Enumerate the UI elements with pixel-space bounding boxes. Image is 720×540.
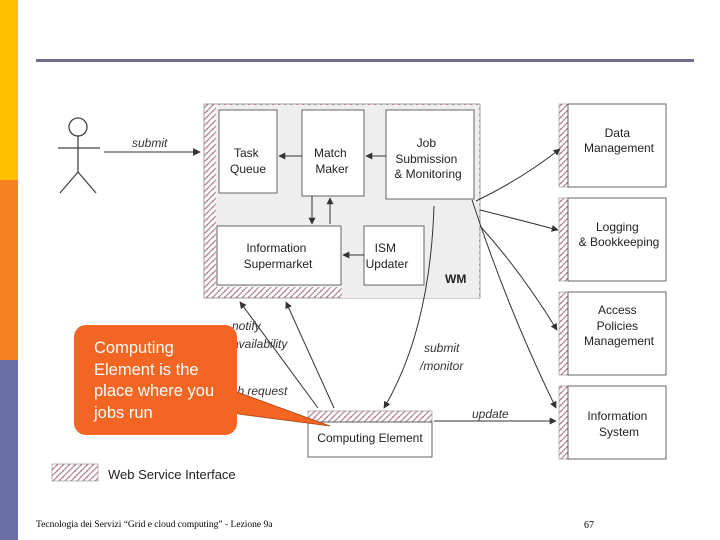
job-submission-label: Job Submission & Monitoring — [394, 136, 461, 181]
submit-monitor-arrow — [383, 205, 435, 409]
job-submission-box — [385, 109, 475, 200]
notify-availability-arrow — [285, 301, 335, 409]
computing-element-label: Computing Element — [317, 431, 423, 445]
callout-text: Computing Element is the place where you… — [94, 339, 215, 422]
title-rule — [36, 59, 694, 62]
access-policies-box — [567, 291, 667, 376]
match-maker-box — [301, 109, 365, 197]
stick-figure-user-icon — [58, 117, 100, 194]
submit-label: submit — [132, 136, 168, 150]
accent-band-middle — [0, 180, 18, 360]
access-policies-label: Access Policies Management — [584, 303, 655, 348]
computing-element-hatch — [307, 410, 433, 423]
callout-box — [74, 325, 237, 435]
to-information-system-arrow — [471, 199, 557, 409]
footer-text: Tecnologia dei Servizi “Grid e cloud com… — [36, 520, 273, 530]
data-management-box — [567, 103, 667, 188]
to-data-management-arrow — [475, 148, 561, 202]
to-access-policies-arrow — [479, 225, 558, 331]
ism-updater-label: ISM Updater — [366, 241, 409, 271]
logging-label: Logging & Bookkeeping — [579, 220, 660, 249]
wm-title: WM — [445, 272, 466, 286]
legend-swatch — [51, 463, 99, 482]
notify-availability-label: notify availability — [232, 319, 288, 351]
legend-label: Web Service Interface — [108, 467, 236, 482]
information-system-label: Information System — [587, 409, 650, 439]
job-request-arrow — [239, 301, 319, 409]
access-policies-hatch — [558, 291, 569, 376]
logging-box — [567, 197, 667, 282]
task-queue-box — [218, 109, 278, 194]
accent-band-bottom — [0, 360, 18, 540]
match-maker-label: Match Maker — [314, 146, 350, 176]
information-supermarket-label: Information Supermarket — [244, 241, 313, 271]
information-supermarket-box — [216, 225, 342, 286]
information-system-hatch — [558, 385, 569, 460]
to-logging-arrow — [479, 209, 559, 232]
accent-band-top — [0, 0, 18, 180]
data-management-label: Data Management — [584, 126, 655, 155]
ism-updater-box — [363, 225, 425, 286]
submit-monitor-label: submit /monitor — [419, 341, 464, 373]
data-management-hatch — [558, 103, 569, 188]
computing-element-box — [307, 421, 433, 458]
page-number: 67 — [584, 520, 594, 531]
update-label: update — [472, 407, 509, 421]
information-system-box — [567, 385, 667, 460]
logging-hatch — [558, 197, 569, 282]
task-queue-label: Task Queue — [230, 146, 266, 176]
